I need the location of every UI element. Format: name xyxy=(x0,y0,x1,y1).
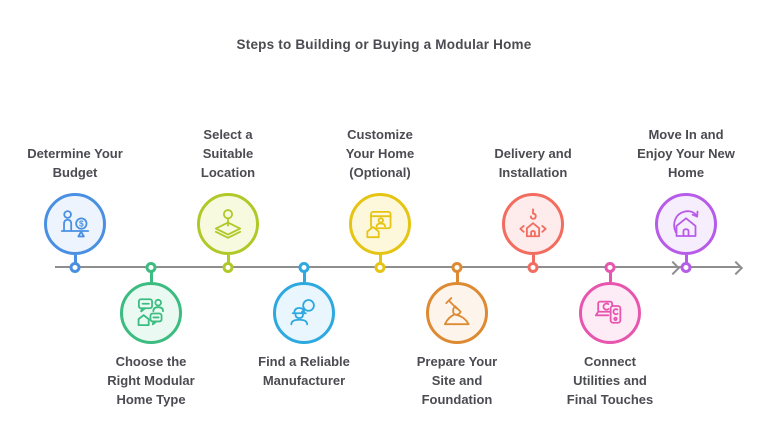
step-connect-utilities: Connect Utilities and Final Touches xyxy=(535,261,685,424)
budget-balance-icon: $ xyxy=(44,193,106,255)
connector-stem xyxy=(302,267,306,282)
timeline-axis xyxy=(55,266,740,269)
step-find-manufacturer: Find a Reliable Manufacturer xyxy=(229,261,379,424)
move-in-house-icon xyxy=(655,193,717,255)
step-prepare-site: Prepare Your Site and Foundation xyxy=(382,261,532,424)
step-determine-budget: Determine Your Budget $ xyxy=(0,110,150,273)
location-map-icon xyxy=(197,193,259,255)
timeline-dot xyxy=(527,261,539,273)
step-label: Determine Your Budget xyxy=(27,146,123,180)
step-label: Connect Utilities and Final Touches xyxy=(566,354,654,407)
step-customize-home: Customize Your Home (Optional) xyxy=(305,110,455,273)
timeline-dot xyxy=(69,261,81,273)
step-label: Select a Suitable Location xyxy=(200,127,256,180)
timeline-dot xyxy=(374,261,386,273)
timeline-dot xyxy=(222,261,234,273)
step-label: Delivery and Installation xyxy=(494,146,572,180)
delivery-crane-icon xyxy=(502,193,564,255)
manufacturer-search-icon xyxy=(273,282,335,344)
connector-stem xyxy=(455,267,459,282)
svg-text:$: $ xyxy=(79,219,84,229)
step-label: Prepare Your Site and Foundation xyxy=(416,354,498,407)
connector-stem xyxy=(608,267,612,282)
customize-window-icon xyxy=(349,193,411,255)
step-label: Find a Reliable Manufacturer xyxy=(258,354,350,388)
step-label: Customize Your Home (Optional) xyxy=(345,127,415,180)
timeline-dot xyxy=(145,261,157,273)
step-delivery-installation: Delivery and Installation xyxy=(458,110,608,273)
connector-stem xyxy=(149,267,153,282)
timeline-dot xyxy=(680,261,692,273)
utilities-devices-icon xyxy=(579,282,641,344)
step-move-in: Move In and Enjoy Your New Home xyxy=(611,110,761,273)
page-title: Steps to Building or Buying a Modular Ho… xyxy=(236,37,532,52)
timeline-dot xyxy=(298,261,310,273)
connector-stem xyxy=(73,255,77,267)
connector-stem xyxy=(531,255,535,267)
step-select-location: Select a Suitable Location xyxy=(153,110,303,273)
step-choose-home-type: Choose the Right Modular Home Type xyxy=(76,261,226,424)
site-shovel-icon xyxy=(426,282,488,344)
timeline-dot xyxy=(604,261,616,273)
step-label: Move In and Enjoy Your New Home xyxy=(637,127,735,180)
connector-stem xyxy=(226,255,230,267)
home-type-chat-icon xyxy=(120,282,182,344)
step-label: Choose the Right Modular Home Type xyxy=(107,354,195,407)
connector-stem xyxy=(378,255,382,267)
connector-stem xyxy=(684,255,688,267)
timeline-dot xyxy=(451,261,463,273)
